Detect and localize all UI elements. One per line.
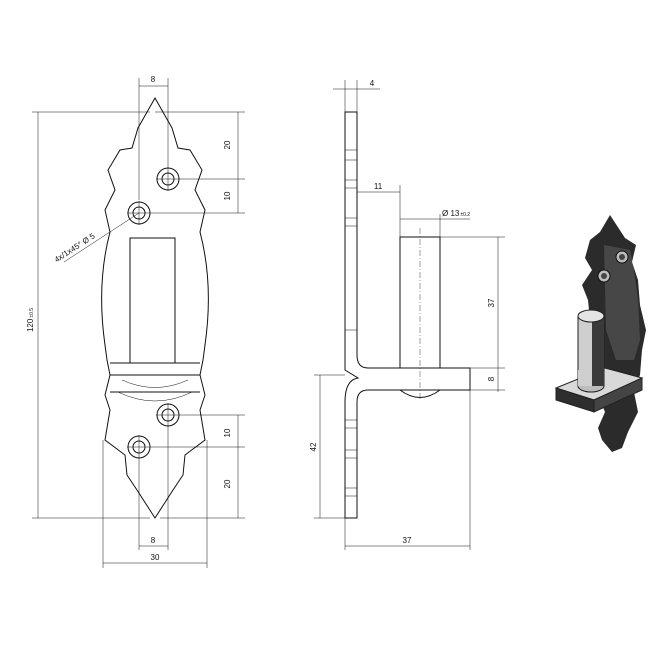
dim-base-thickness: 8 bbox=[470, 368, 505, 392]
svg-text:30: 30 bbox=[151, 553, 160, 562]
dim-top-right: 20 10 bbox=[151, 111, 245, 214]
svg-text:4: 4 bbox=[370, 79, 375, 88]
dim-pin-offset: 11 bbox=[357, 182, 401, 237]
dim-total-width: 30 bbox=[102, 440, 208, 568]
svg-text:Ø 13±0.2: Ø 13±0.2 bbox=[442, 209, 470, 218]
dim-thickness: 4 bbox=[333, 79, 380, 112]
front-pin bbox=[129, 237, 176, 364]
dim-base-length: 37 bbox=[344, 390, 471, 550]
svg-text:8: 8 bbox=[151, 536, 156, 545]
hole-note: 4x/1x45° Ø 5 bbox=[53, 212, 140, 264]
side-plate bbox=[344, 111, 471, 519]
dim-lower-height: 42 bbox=[309, 374, 345, 519]
svg-text:20: 20 bbox=[223, 140, 232, 149]
front-view: 8 20 10 4x/1x45° Ø 5 120±0.5 bbox=[26, 75, 245, 568]
svg-text:42: 42 bbox=[309, 442, 318, 451]
dim-total-height: 120±0.5 bbox=[26, 111, 150, 519]
svg-text:37: 37 bbox=[403, 536, 412, 545]
front-plate-outline bbox=[101, 96, 209, 519]
svg-text:10: 10 bbox=[223, 428, 232, 437]
svg-text:8: 8 bbox=[151, 75, 156, 84]
base-curve bbox=[117, 391, 193, 402]
front-holes bbox=[127, 167, 180, 459]
dim-pin-diameter: Ø 13±0.2 bbox=[400, 209, 470, 237]
svg-text:8: 8 bbox=[487, 376, 496, 381]
product-render bbox=[554, 215, 646, 452]
svg-text:4x/1x45° Ø 5: 4x/1x45° Ø 5 bbox=[53, 231, 97, 264]
svg-text:37: 37 bbox=[487, 298, 496, 307]
side-view: 4 11 Ø 13±0.2 37 8 bbox=[309, 79, 505, 550]
svg-text:11: 11 bbox=[374, 182, 383, 191]
svg-text:20: 20 bbox=[223, 479, 232, 488]
base-curve-2 bbox=[121, 379, 189, 388]
dim-bottom-hole-width: 8 bbox=[138, 427, 169, 550]
dim-top-hole-width: 8 bbox=[138, 75, 169, 200]
svg-text:120±0.5: 120±0.5 bbox=[26, 308, 35, 332]
side-plate-ticks bbox=[345, 149, 357, 497]
svg-text:10: 10 bbox=[223, 191, 232, 200]
dim-pin-height: 37 bbox=[440, 236, 505, 369]
dim-bottom-right: 10 20 bbox=[151, 414, 245, 519]
